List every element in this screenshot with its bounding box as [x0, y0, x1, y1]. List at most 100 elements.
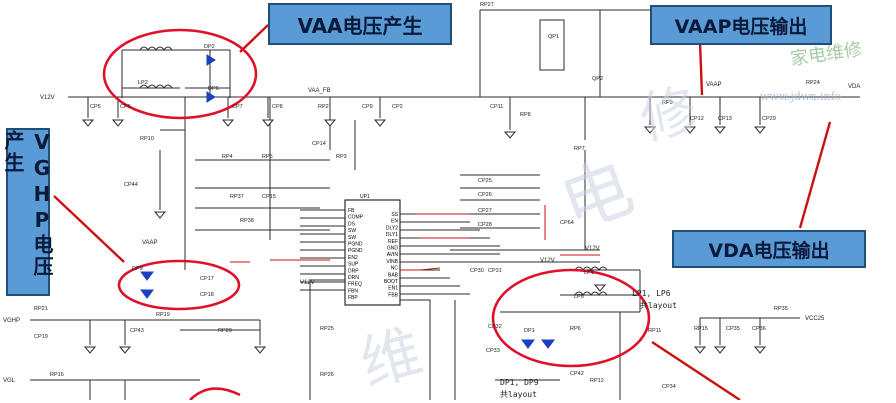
callout-vaa-text: VAA电压产生: [297, 13, 423, 38]
component-label: CP26: [478, 192, 492, 198]
ic-right-pins: SSENDLY2DLY1REFGNDAVINVINBNCBABBOOTEN1FB…: [384, 212, 399, 298]
component-label: DP6: [208, 86, 219, 92]
component-label: CP29: [762, 116, 776, 122]
ic-pin-label: PGND: [348, 242, 363, 248]
ic-pin-label: DRP: [348, 268, 359, 274]
component-label: CP35: [726, 326, 740, 332]
component-label: CP30: [470, 268, 484, 274]
note-layout-b: 共layout: [500, 390, 537, 399]
component-label: CP19: [34, 334, 48, 340]
component-label: RP9: [662, 100, 673, 106]
component-label: RP15: [694, 326, 708, 332]
callout-leaders: [53, 24, 832, 400]
ic-pin-label: PGND: [348, 248, 363, 254]
component-label: CP32: [488, 324, 502, 330]
callout-vaap-output: VAAP电压输出: [650, 5, 832, 45]
component-label: RP3: [336, 154, 347, 160]
component-label: CP14: [312, 141, 326, 147]
component-label: RP35: [774, 306, 788, 312]
ic-pin-label: DRN: [348, 275, 359, 281]
component-label: CP6: [120, 104, 131, 110]
ic-pin-label: SW: [348, 235, 356, 241]
ic-pin-label: COMP: [348, 215, 364, 221]
component-label: LP2: [138, 80, 148, 86]
component-label: CP36: [752, 326, 766, 332]
net-label-vcc25: VCC25: [805, 316, 825, 322]
component-label: RP20: [218, 328, 232, 334]
component-label: LP1: [584, 270, 594, 276]
net-label-vda: VDA: [848, 84, 860, 90]
schematic-wires: [30, 9, 860, 400]
component-label: LP6: [574, 294, 584, 300]
ic-pin-label: EN2: [348, 255, 358, 261]
component-label: RP5: [262, 154, 273, 160]
watermark-site: www.jdwx.info: [760, 90, 842, 103]
net-label-v12v-c: V12V: [585, 246, 600, 252]
component-label: CP33: [486, 348, 500, 354]
component-label: RP4: [222, 154, 233, 160]
callout-vghp-text: VGHP电压产生: [1, 130, 54, 278]
ic-pin-label: GND: [387, 246, 399, 252]
net-labels: V12V VAA_FB VAAP VDA VAAP VGHP VGL VCC25…: [3, 82, 860, 384]
component-label: CP18: [200, 292, 214, 298]
component-label: CP44: [124, 182, 138, 188]
net-label-v12v-b: V12V: [300, 280, 315, 286]
ground-symbols: [81, 119, 767, 354]
ic-pin-label: DLY2: [386, 225, 398, 231]
component-label: CP64: [560, 220, 574, 226]
ic-pin-label: FBP: [348, 295, 358, 301]
callout-vda-output: VDA电压输出: [672, 230, 866, 268]
ic-pin-label: SW: [348, 228, 356, 234]
ic-pin-label: EN: [391, 219, 398, 225]
net-label-vghp: VGHP: [3, 318, 20, 324]
ic-name: UP1: [360, 194, 370, 200]
component-label: RP25: [320, 326, 334, 332]
note-dp1-dp9: DP1, DP9: [500, 378, 539, 387]
ic-left-pins: FBCOMPDSSWSWPGNDPGNDEN2SUPDRPDRNFREQFBNF…: [348, 194, 370, 301]
callout-vaa-generation: VAA电压产生: [268, 3, 452, 45]
ic-pin-label: SS: [391, 212, 398, 218]
component-label: RP19: [156, 312, 170, 318]
callout-vda-text: VDA电压输出: [708, 239, 830, 262]
ic-pin-label: FREQ: [348, 282, 362, 288]
net-label-v12v-d: V12V: [540, 258, 555, 264]
component-label: DP2: [204, 44, 215, 50]
component-label: CP12: [690, 116, 704, 122]
component-label: CP27: [478, 208, 492, 214]
component-label: CP31: [488, 268, 502, 274]
component-label: RP27: [480, 2, 494, 8]
ic-pin-label: FB: [348, 208, 355, 214]
component-label: CP28: [478, 222, 492, 228]
component-label: CP11: [490, 104, 503, 110]
net-label-vaa-fb: VAA_FB: [308, 88, 331, 94]
component-label: RP37: [230, 194, 244, 200]
component-label: RP21: [34, 306, 48, 312]
highlight-ellipses: [102, 28, 651, 400]
inductor-symbols: [139, 46, 608, 296]
component-label: RP16: [50, 372, 64, 378]
ic-pin-label: NC: [391, 266, 399, 272]
component-label: RP8: [520, 112, 531, 118]
ic-pin-label: REF: [388, 239, 398, 245]
component-label: RP2: [318, 104, 329, 110]
note-layout-a: 共layout: [640, 301, 677, 310]
component-label: CP17: [200, 276, 214, 282]
net-label-v12v: V12V: [40, 95, 55, 101]
component-label: CP2: [392, 104, 403, 110]
callout-vaap-text: VAAP电压输出: [674, 15, 808, 38]
ic-pin-label: DLY1: [386, 232, 398, 238]
net-label-vgl: VGL: [3, 378, 16, 384]
red-nets: [230, 205, 600, 271]
ic-pin-label: AVIN: [387, 252, 399, 258]
component-label: RP11: [648, 328, 661, 334]
component-label: CP25: [478, 178, 492, 184]
component-label: RP26: [320, 372, 334, 378]
ic-pin-label: BAB: [388, 272, 399, 278]
ic-pin-label: FBB: [388, 292, 398, 298]
component-label: CP43: [130, 328, 144, 334]
component-label: RP7: [574, 146, 585, 152]
component-label: DP1: [524, 328, 535, 334]
component-label: CP9: [362, 104, 373, 110]
ic-body: [344, 199, 401, 306]
ic-pin-label: VINB: [386, 259, 398, 265]
